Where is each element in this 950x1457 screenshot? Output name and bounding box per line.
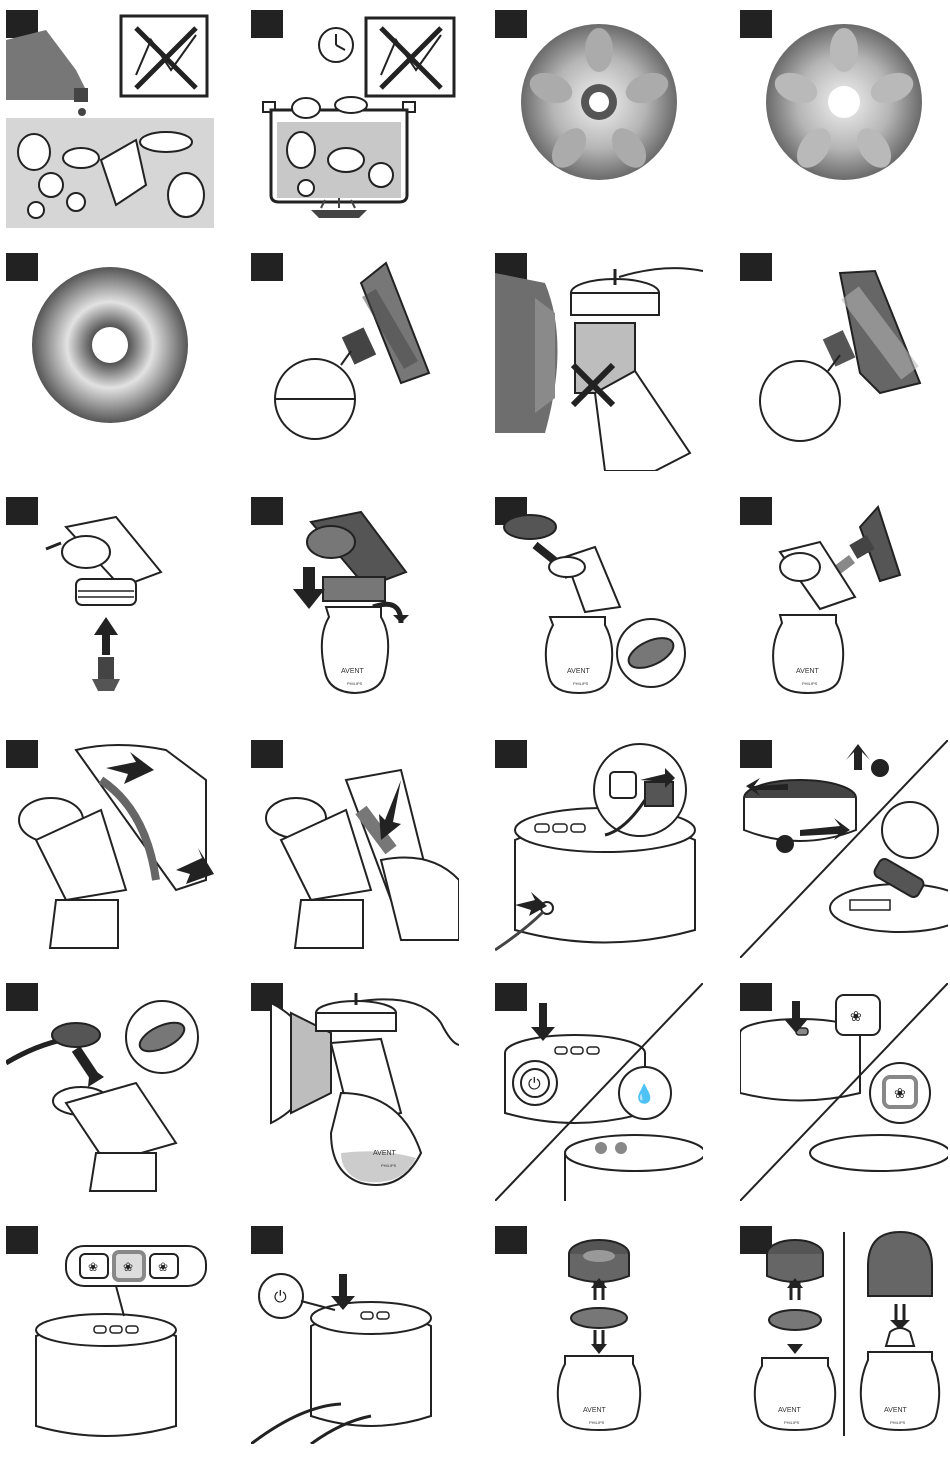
flower-symbol: ❀ [894,1085,906,1101]
funnel-detail-icon [251,253,459,471]
panel-wash [6,10,214,228]
washing-up-liquid-icon [6,10,214,228]
bottle-maker-label: PHILIPS [381,1163,397,1168]
panel-select-mode: ❀ ❀ [740,983,948,1201]
panel-power-off: ⏻ [251,1226,459,1444]
power-symbol: ⏻ [528,1076,541,1093]
panel-wrong-assembly [495,253,703,471]
panel-boil [251,10,459,228]
ring-cushion-icon [6,253,214,471]
select-mode-icon: ❀ ❀ [740,983,948,1201]
screw-bottle-icon: AVENT PHILIPS [251,497,459,715]
flower-symbol: ❀ [88,1260,98,1274]
massage-cushion-back-icon [740,10,948,228]
panel-select-level: ❀ ❀ ❀ [6,1226,214,1444]
drop-symbol: 💧 [633,1083,655,1104]
panel-screw-bottle: AVENT PHILIPS [251,497,459,715]
plug-adapter-icon [495,740,703,958]
funnel-detail-icon [740,253,948,471]
panel-insert-valve [6,497,214,715]
boiling-pan-icon [251,10,459,228]
bottle-brand-label: AVENT [796,668,820,675]
bottle-maker-label: PHILIPS [784,1420,800,1425]
bottle-maker-label: PHILIPS [802,681,818,686]
bottle-maker-label: PHILIPS [573,681,589,686]
teat-cap-icon: AVENT PHILIPS AVENT PHILIPS [740,1226,948,1444]
bottle-brand-label: AVENT [341,668,365,675]
bottle-brand-label: AVENT [567,668,591,675]
panel-fit-cushion [6,740,214,958]
panel-plug-adapter [495,740,703,958]
insert-diaphragm-icon: AVENT PHILIPS [495,497,703,715]
bottle-maker-label: PHILIPS [589,1420,605,1425]
fit-cushion-icon [6,740,214,958]
panel-press-cushion [251,740,459,958]
panel-insert-cushion: AVENT PHILIPS [740,497,948,715]
power-on-icon: ⏻ 💧 [495,983,703,1201]
panel-funnel-detail-2 [740,253,948,471]
connect-tube-icon [6,983,214,1201]
flower-symbol: ❀ [158,1260,168,1274]
insert-valve-icon [6,497,214,715]
panel-funnel-detail [251,253,459,471]
flower-symbol: ❀ [123,1260,133,1274]
massage-cushion-front-icon [495,10,703,228]
panel-power-on: ⏻ 💧 [495,983,703,1201]
panel-cushion-back [740,10,948,228]
position-breast-icon: AVENT PHILIPS [251,983,459,1201]
press-cushion-icon [251,740,459,958]
insert-batteries-icon [740,740,948,958]
panel-position-breast: AVENT PHILIPS [251,983,459,1201]
select-level-icon: ❀ ❀ ❀ [6,1226,214,1444]
panel-connect-tube [6,983,214,1201]
panel-ring-cushion [6,253,214,471]
panel-cushion-front [495,10,703,228]
sealing-disc-icon: AVENT PHILIPS [495,1226,703,1444]
panel-insert-diaphragm: AVENT PHILIPS [495,497,703,715]
panel-teat-cap: AVENT PHILIPS AVENT PHILIPS [740,1226,948,1444]
insert-cushion-icon: AVENT PHILIPS [740,497,948,715]
flower-symbol: ❀ [850,1008,862,1024]
power-symbol: ⏻ [274,1289,287,1306]
panel-sealing-disc: AVENT PHILIPS [495,1226,703,1444]
bottle-maker-label: PHILIPS [890,1420,906,1425]
bottle-brand-label: AVENT [778,1407,802,1414]
wrong-assembly-icon [495,253,703,471]
bottle-brand-label: AVENT [583,1407,607,1414]
panel-batteries [740,740,948,958]
power-off-icon: ⏻ [251,1226,459,1444]
bottle-brand-label: AVENT [884,1407,908,1414]
bottle-maker-label: PHILIPS [347,681,363,686]
bottle-brand-label: AVENT [373,1150,397,1157]
